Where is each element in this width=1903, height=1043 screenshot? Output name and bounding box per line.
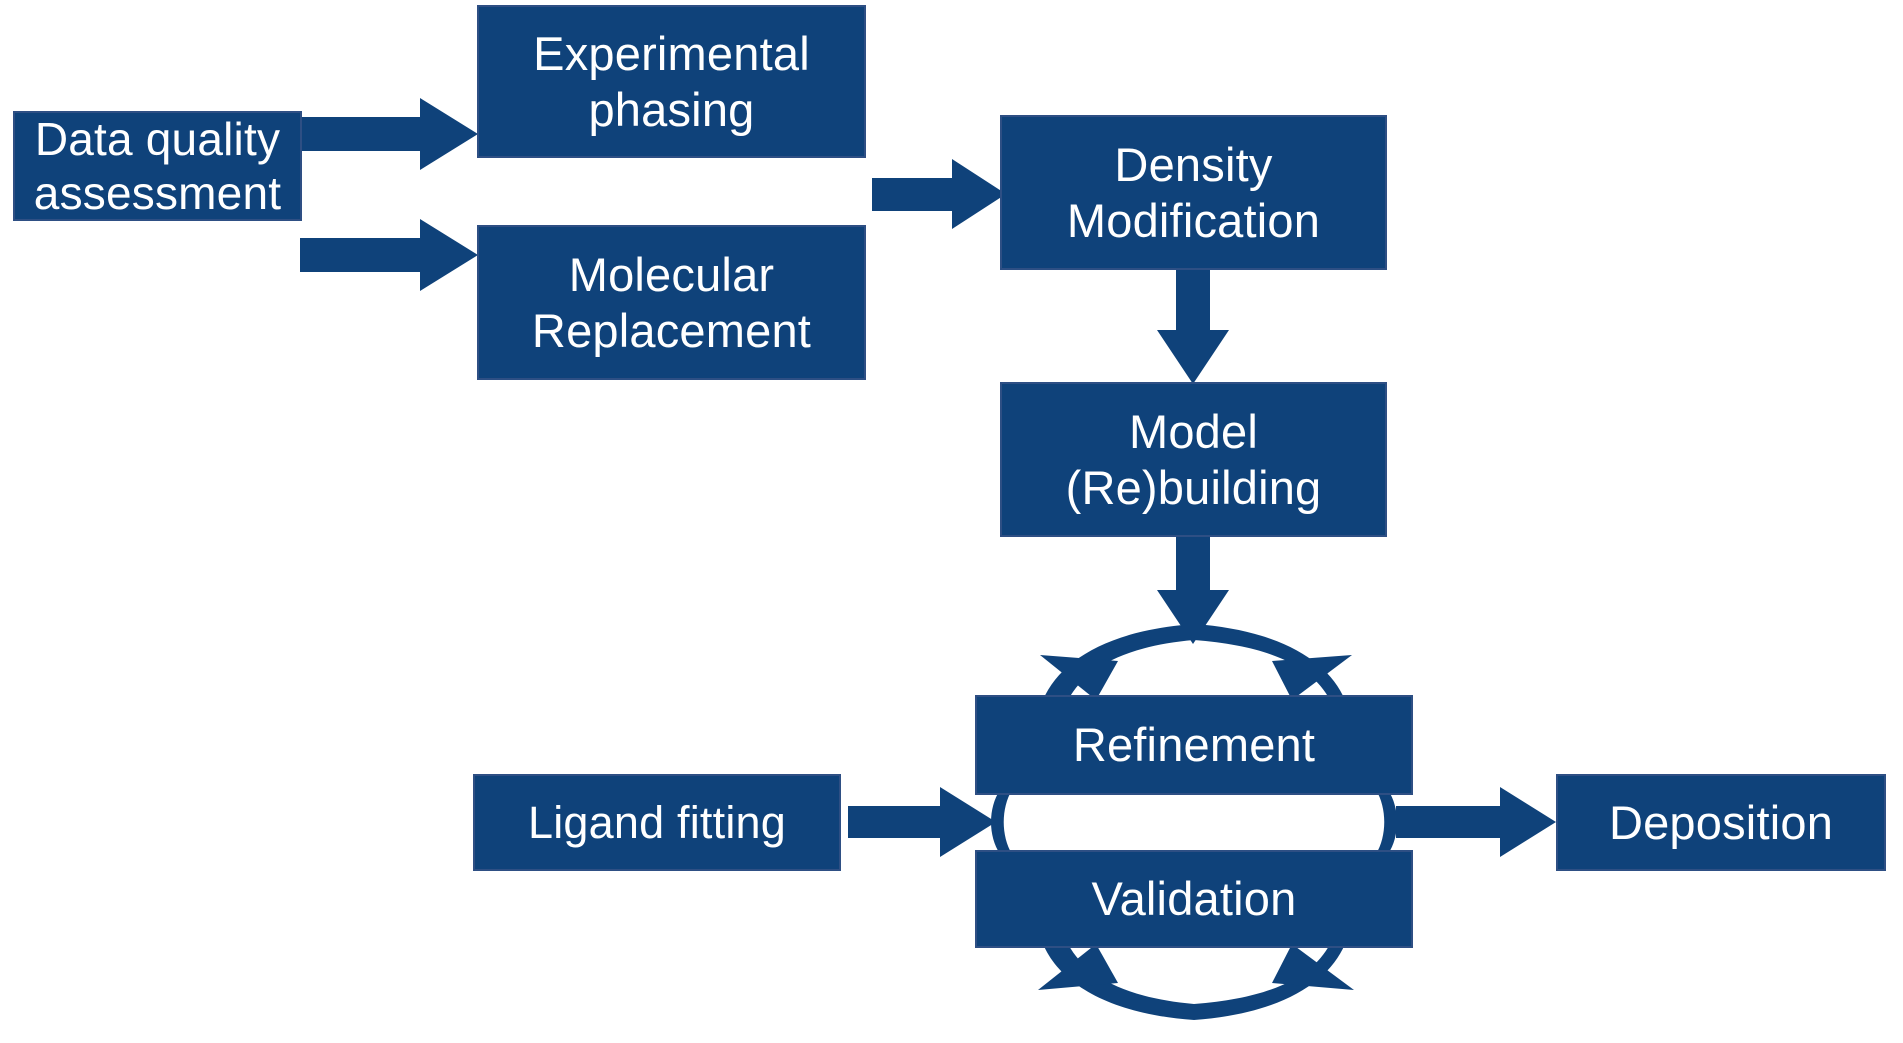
node-molecular-replacement[interactable]: Molecular Replacement [477, 225, 866, 380]
node-density-modification-label: Density Modification [1066, 138, 1321, 247]
arrow-cycle-to-deposition [1396, 787, 1556, 857]
node-density-modification[interactable]: Density Modification [1000, 115, 1387, 270]
node-model-rebuilding[interactable]: Model (Re)building [1000, 382, 1387, 537]
node-deposition[interactable]: Deposition [1556, 774, 1886, 871]
node-refinement[interactable]: Refinement [975, 695, 1413, 795]
node-data-quality-assessment-label: Data quality assessment [33, 112, 282, 219]
node-data-quality-assessment[interactable]: Data quality assessment [13, 111, 302, 221]
node-model-rebuilding-label: Model (Re)building [1065, 405, 1322, 514]
node-refinement-label: Refinement [1072, 718, 1316, 772]
arrow-model-rebuilding-to-cycle [1157, 535, 1229, 644]
arrow-density-modification-to-model-rebuilding [1157, 268, 1229, 384]
node-molecular-replacement-label: Molecular Replacement [531, 248, 812, 357]
node-validation[interactable]: Validation [975, 850, 1413, 948]
node-validation-label: Validation [1091, 872, 1297, 926]
arrow-data-quality-to-experimental-phasing [300, 98, 478, 170]
node-ligand-fitting-label: Ligand fitting [528, 796, 786, 848]
node-experimental-phasing-label: Experimental phasing [533, 27, 810, 136]
arrow-ligand-fitting-to-cycle [848, 787, 996, 857]
node-ligand-fitting[interactable]: Ligand fitting [473, 774, 841, 871]
node-deposition-label: Deposition [1608, 795, 1834, 849]
arrow-phasing-to-density-modification [872, 159, 1006, 229]
node-experimental-phasing[interactable]: Experimental phasing [477, 5, 866, 158]
arrow-data-quality-to-molecular-replacement [300, 219, 478, 291]
